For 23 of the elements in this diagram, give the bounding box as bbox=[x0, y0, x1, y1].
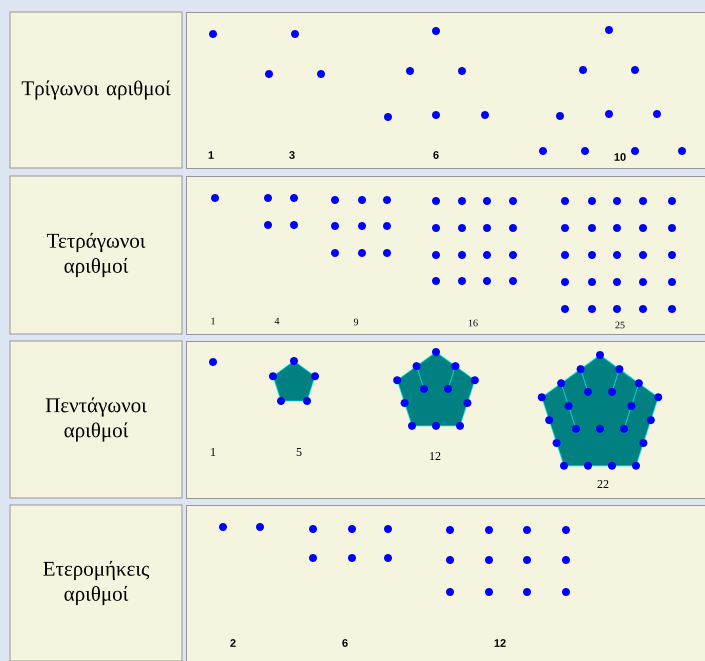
number-label: 1 bbox=[208, 151, 214, 159]
number-label: 1 bbox=[211, 448, 216, 456]
number-label: 9 bbox=[354, 318, 358, 326]
number-label: 1 bbox=[211, 318, 215, 324]
number-label: 12 bbox=[430, 452, 440, 460]
number-label: 4 bbox=[274, 318, 280, 324]
number-label: 2 bbox=[230, 639, 236, 647]
number-label: 22 bbox=[598, 480, 608, 488]
number-label: 25 bbox=[615, 322, 625, 328]
row-header-cell: Πεντάγωνοι αριθμοί bbox=[10, 340, 182, 498]
figure-panel bbox=[186, 176, 705, 335]
figure-panel bbox=[186, 504, 705, 661]
row-header-cell: Τρίγωνοι αριθμοί bbox=[10, 12, 182, 168]
number-label: 16 bbox=[468, 320, 478, 326]
number-label: 12 bbox=[494, 639, 506, 647]
figure-panel bbox=[186, 12, 705, 169]
number-label: 5 bbox=[296, 448, 302, 456]
row-header-cell: Ετερομήκεις αριθμοί bbox=[10, 504, 182, 661]
number-label: 6 bbox=[342, 639, 348, 647]
number-label: 6 bbox=[433, 151, 439, 159]
number-label: 10 bbox=[614, 153, 626, 161]
number-label: 3 bbox=[289, 151, 295, 159]
row-header-cell: Τετράγωνοι αριθμοί bbox=[10, 176, 182, 334]
